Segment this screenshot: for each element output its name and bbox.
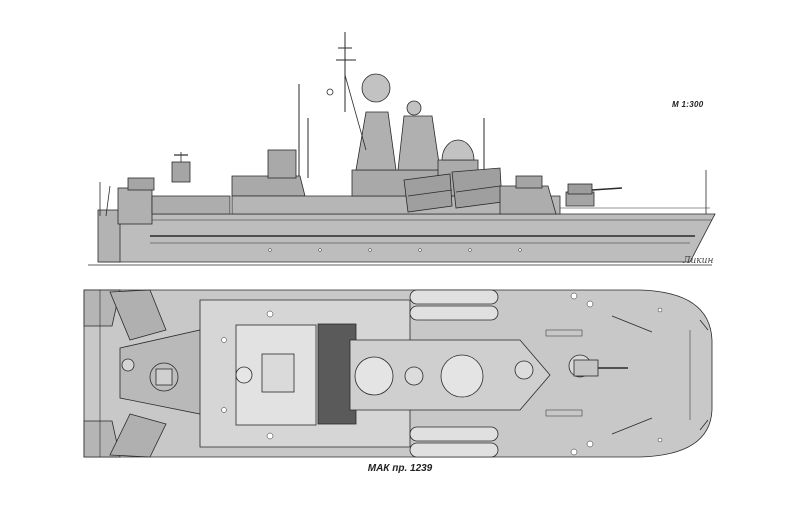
forward-director — [515, 175, 543, 189]
main-radome — [361, 73, 391, 103]
launcher-detail — [407, 189, 453, 197]
port-ramp — [109, 289, 167, 341]
missile-tubes-starboard — [409, 426, 499, 458]
small-dome-plan — [404, 366, 424, 386]
aft-small-ring — [121, 358, 135, 372]
stern-cutout-top — [83, 289, 121, 327]
aft-radar-house — [267, 149, 297, 179]
stern-block — [97, 209, 121, 263]
missile-tubes-port — [409, 289, 499, 321]
forward-radome-plan — [440, 354, 484, 398]
aft-director-plan — [235, 366, 253, 384]
deck-grating — [545, 329, 583, 417]
aft-director — [171, 161, 191, 183]
mast-strut — [344, 74, 367, 151]
fwd-director-plan — [514, 360, 534, 380]
main-mast-tower — [355, 111, 397, 171]
starboard-ramp — [109, 413, 167, 458]
stern-cutout-bottom — [83, 420, 121, 458]
forward-radome — [441, 139, 475, 161]
aft-deckhouse — [151, 195, 231, 215]
anchor-chain-port — [611, 315, 653, 333]
side-view — [88, 32, 716, 266]
aft-gun-turret — [127, 177, 155, 191]
stern-mast-2 — [105, 185, 111, 217]
drawing-caption: МАК пр. 1239 — [367, 463, 433, 474]
bow-gun-turret — [567, 183, 593, 195]
main-superstructure-aft — [231, 175, 306, 197]
missile-launcher-fwd — [451, 167, 503, 209]
deck-fittings — [221, 292, 663, 456]
bow-bracket-2 — [699, 419, 709, 431]
portholes — [268, 248, 522, 252]
bow-gun-mount-plan — [573, 359, 599, 377]
mast-light — [326, 88, 334, 96]
bow-bracket — [699, 319, 709, 331]
forward-tower — [397, 115, 441, 171]
author-signature: Ликин — [683, 256, 714, 266]
forward-deckhouse — [499, 185, 557, 215]
main-radome-plan — [354, 356, 394, 396]
forward-small-dome — [406, 100, 422, 116]
top-view — [83, 289, 713, 458]
hull-side — [99, 213, 716, 263]
launcher-detail-2 — [455, 185, 501, 193]
aft-gun-mount — [155, 368, 173, 386]
scale-label: М 1:300 — [672, 100, 704, 109]
anchor-chain-starboard — [611, 417, 653, 435]
stern-structure — [117, 187, 153, 225]
bow-gun-barrel — [591, 187, 623, 191]
radar-house-plan — [261, 353, 295, 393]
